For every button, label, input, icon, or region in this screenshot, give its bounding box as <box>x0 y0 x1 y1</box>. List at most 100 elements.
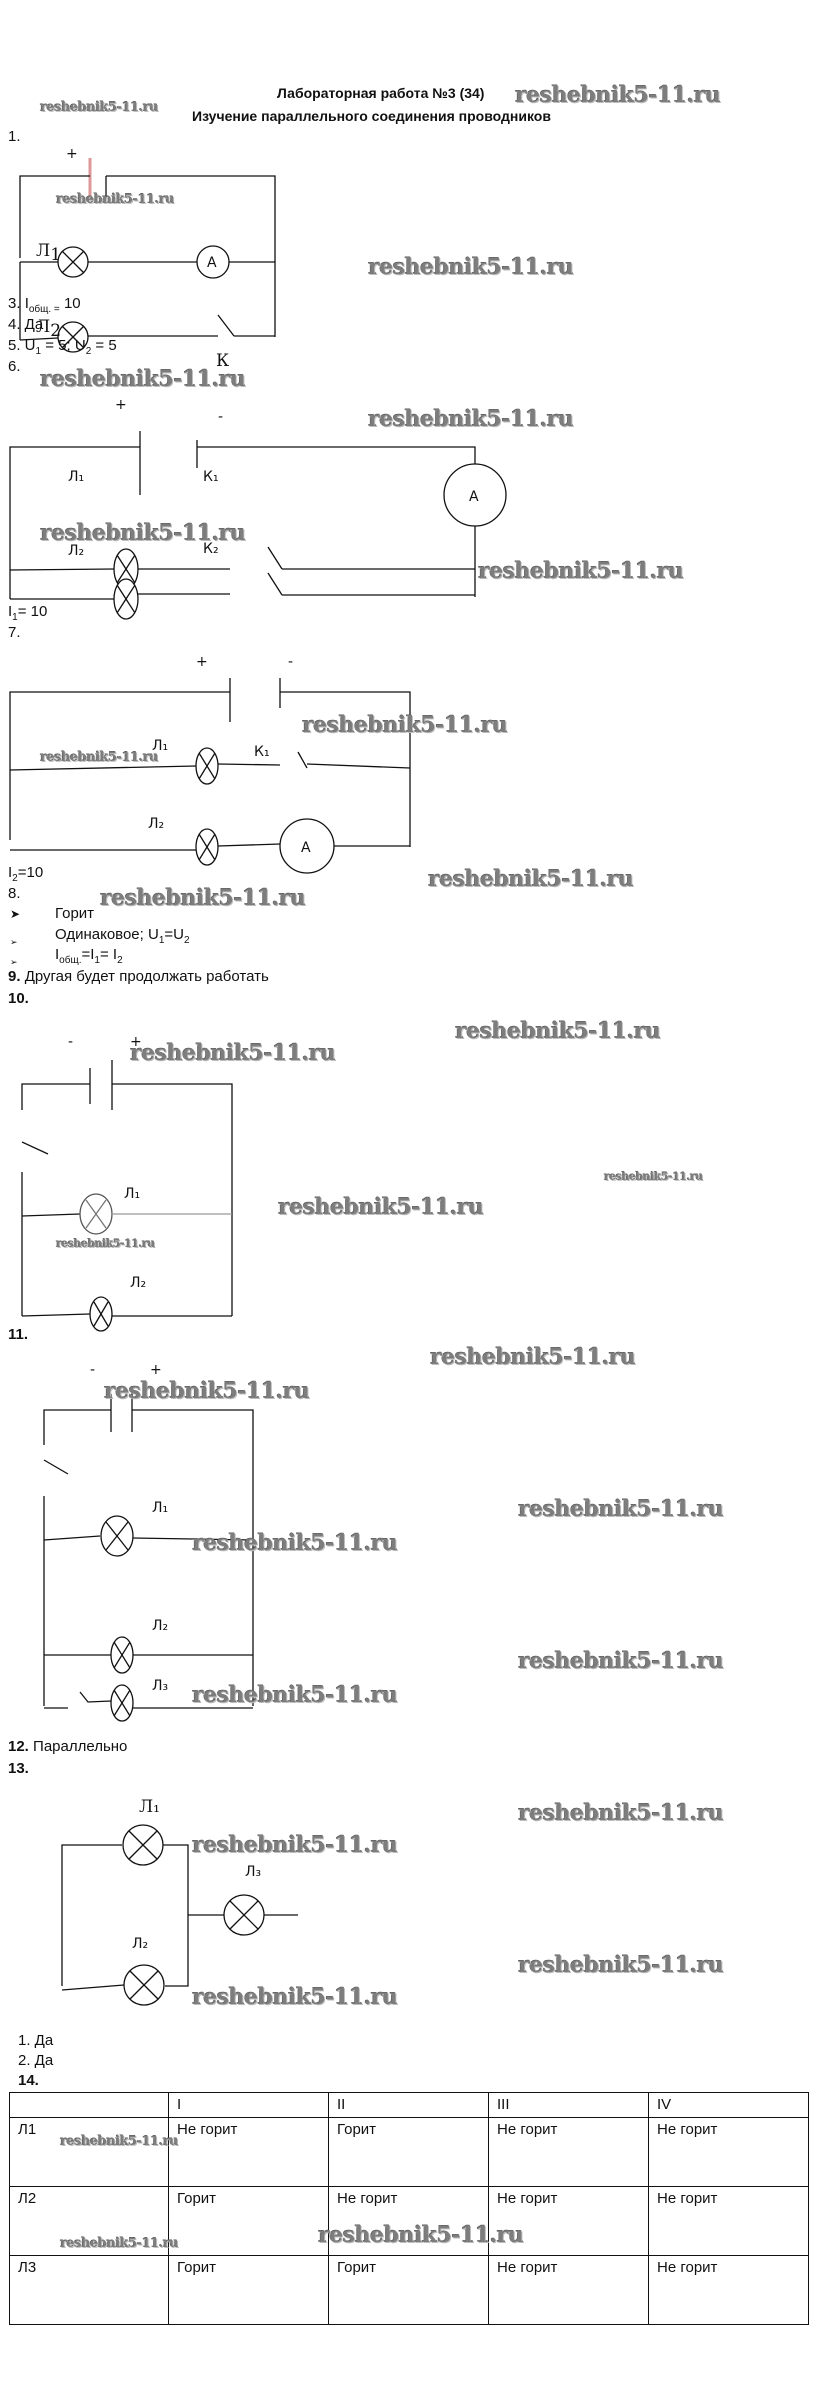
c11-key-icon <box>43 1459 69 1475</box>
q6-result: I1= 10 <box>8 603 48 623</box>
watermark: reshebnik5-11.ru <box>428 866 634 892</box>
c1-lamp1-cross <box>61 250 85 274</box>
c13-lamp2-cross <box>129 1970 159 2000</box>
c11-wire <box>132 1537 254 1541</box>
c11-minus-label: - <box>90 1362 95 1378</box>
lamp-state-table: I II III IV Л1 Не горит Горит Не горит Н… <box>9 2092 809 2325</box>
c1-key-icon <box>217 314 235 337</box>
circuit-q7: + - A Л₁ К₁ Л₂ <box>9 654 411 874</box>
c6-lamp1-cross <box>116 554 136 584</box>
c1-wire-right <box>106 175 276 258</box>
q11-number: 11. <box>8 1326 29 1343</box>
watermark: reshebnik5-11.ru <box>192 1832 398 1858</box>
c6-wire <box>9 446 140 599</box>
c1-wire <box>19 337 59 341</box>
c1-wire-left <box>19 175 90 258</box>
q13-number: 13. <box>8 1760 29 1777</box>
table-cell: Горит <box>328 2255 489 2325</box>
c7-wire <box>217 763 281 766</box>
table-cell: Не горит <box>328 2186 489 2256</box>
watermark: reshebnik5-11.ru <box>518 1648 724 1674</box>
q7-number: 7. <box>8 624 21 641</box>
c7-key1-icon <box>297 751 308 769</box>
circuit-q13: Л₁ Л₃ Л₂ <box>61 1797 298 2006</box>
table-cell: Не горит <box>488 2117 649 2187</box>
c6-wire <box>197 446 476 477</box>
table-header-cell: IV <box>648 2092 809 2118</box>
c1-plus-label: + <box>66 146 78 162</box>
watermark: reshebnik5-11.ru <box>100 885 306 911</box>
circuit-q6: + - A Л₁ К₁ Л₂ К₂ <box>9 397 507 620</box>
c1-lamp1-label: Л1 <box>36 241 61 265</box>
watermark: reshebnik5-11.ru <box>192 1530 398 1556</box>
q7-result: I2=10 <box>8 864 44 884</box>
c6-wire <box>9 568 115 571</box>
c6-lamp1-label: Л₁ <box>68 469 84 485</box>
q3-answer: 3. Iобщ. = 10 <box>8 295 81 315</box>
c10-wire <box>21 1213 81 1217</box>
c11-lamp1-cross <box>105 1521 129 1551</box>
c7-plus-label: + <box>196 654 208 670</box>
watermark: reshebnik5-11.ru <box>60 2134 179 2149</box>
watermark: reshebnik5-11.ru <box>455 1018 661 1044</box>
watermark: reshebnik5-11.ru <box>318 2222 524 2248</box>
c11-lamp2-cross <box>113 1641 131 1669</box>
c7-minus-label: - <box>288 654 293 670</box>
c7-wire <box>217 843 281 847</box>
c7-lamp1-cross <box>198 752 216 780</box>
watermark: reshebnik5-11.ru <box>478 558 684 584</box>
c10-lamp1-cross <box>85 1199 107 1229</box>
c13-wire <box>163 1844 189 1987</box>
c13-lamp1-cross <box>128 1830 158 1860</box>
c10-wire <box>21 1083 90 1110</box>
c11-lamp3-label: Л₃ <box>152 1678 168 1694</box>
c6-key2-icon <box>267 572 283 596</box>
watermark: reshebnik5-11.ru <box>518 1800 724 1826</box>
table-header-row: I II III IV <box>9 2092 809 2118</box>
c6-key1-label: К₁ <box>203 469 219 485</box>
table-row-label: Л1 <box>9 2117 169 2187</box>
c13-lamp2-label: Л₂ <box>132 1936 148 1952</box>
c11-lamp2-label: Л₂ <box>152 1618 168 1634</box>
c6-lamp2-cross <box>116 584 136 614</box>
c7-ammeter-label: A <box>301 840 311 856</box>
c6-ammeter-label: A <box>469 489 479 505</box>
c13-wire <box>61 1984 125 1991</box>
q14-number: 14. <box>18 2072 39 2089</box>
c11-plus-label: + <box>150 1362 162 1378</box>
c7-wire <box>306 763 411 769</box>
q13-sub-answer-2: 2. Да <box>18 2052 54 2069</box>
c11-lamp1-label: Л₁ <box>152 1500 168 1516</box>
watermark: reshebnik5-11.ru <box>278 1194 484 1220</box>
q4-answer: 4. Да <box>8 316 44 333</box>
table-cell: Не горит <box>168 2117 329 2187</box>
watermark: reshebnik5-11.ru <box>368 254 574 280</box>
c11-key3-icon <box>79 1691 112 1703</box>
watermark: reshebnik5-11.ru <box>515 82 721 108</box>
c10-wire <box>112 1083 233 1316</box>
c6-key2-label: К₂ <box>203 541 219 557</box>
table-cell: Не горит <box>648 2255 809 2325</box>
c7-lamp1-label: Л₁ <box>152 738 168 754</box>
watermark: reshebnik5-11.ru <box>192 1682 398 1708</box>
table-cell: Горит <box>168 2186 329 2256</box>
c1-lamp2-cross <box>61 325 85 349</box>
c10-lamp2-cross <box>93 1301 109 1327</box>
table-header-cell: II <box>328 2092 489 2118</box>
table-row-label: Л3 <box>9 2255 169 2325</box>
table-cell: Не горит <box>648 2186 809 2256</box>
c10-lamp2-label: Л₂ <box>130 1275 146 1291</box>
circuit-q11: - + Л₁ Л₂ Л₃ <box>43 1362 254 1722</box>
c7-lamp2-cross <box>198 833 216 861</box>
watermark: reshebnik5-11.ru <box>430 1344 636 1370</box>
watermark: reshebnik5-11.ru <box>518 1496 724 1522</box>
c10-key-icon <box>21 1141 49 1155</box>
watermark: reshebnik5-11.ru <box>368 406 574 432</box>
watermark: reshebnik5-11.ru <box>604 1170 703 1183</box>
table-header-cell: I <box>168 2092 329 2118</box>
c13-lamp3-cross <box>229 1900 259 1930</box>
watermark: reshebnik5-11.ru <box>56 1237 155 1250</box>
q10-number: 10. <box>8 990 29 1007</box>
q1-number: 1. <box>8 128 21 145</box>
